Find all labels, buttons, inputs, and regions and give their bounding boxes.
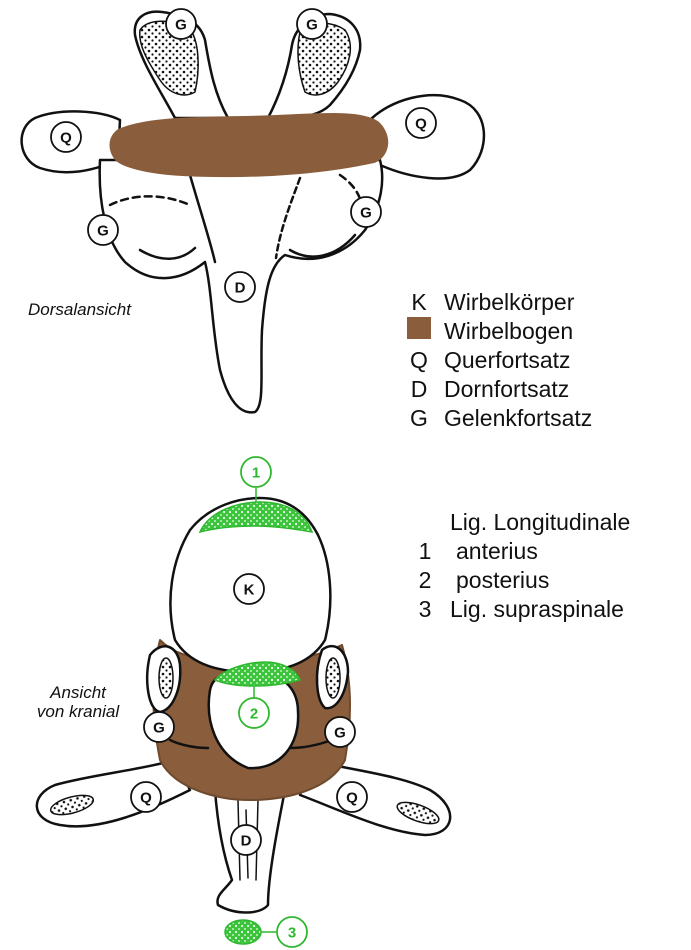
label-k: K [234,574,264,604]
svg-text:Q: Q [140,790,152,807]
label-3: 3 [277,917,307,947]
svg-text:D: D [241,833,252,850]
legend-label: Wirbelkörper [444,288,574,317]
svg-text:G: G [153,720,165,737]
ligament-heading: Lig. Longitudinale [450,508,630,537]
legend-label: Lig. supraspinale [450,595,624,624]
cranial-view-label-line2: von kranial [18,702,138,721]
label-q-cranial-right: Q [337,782,367,812]
label-g-dorsal-low-right: G [351,197,381,227]
legend-label: Querfortsatz [444,346,571,375]
ligament-heading-row: Lig. Longitudinale [408,508,630,537]
svg-text:Q: Q [346,790,358,807]
svg-text:1: 1 [252,465,260,482]
legend-label: Wirbelbogen [444,317,573,346]
legend-label: posterius [456,566,549,595]
vertebral-arch-dorsal [110,114,387,177]
label-g-dorsal-top-left: G [166,9,196,39]
svg-text:D: D [235,280,246,297]
ligament-item-2: 2 posterius [408,566,630,595]
legend-item-k: K Wirbelkörper [402,288,592,317]
svg-text:K: K [244,582,255,599]
svg-text:2: 2 [250,706,258,723]
legend-item-d: D Dornfortsatz [402,375,592,404]
label-g-dorsal-low-left: G [88,215,118,245]
label-d-dorsal: D [225,272,255,302]
legend-key: G [402,404,436,433]
label-q-cranial-left: Q [131,782,161,812]
legend-item-q: Q Querfortsatz [402,346,592,375]
legend-key: 3 [408,595,442,624]
label-g-dorsal-top-right: G [297,9,327,39]
legend-label: Dornfortsatz [444,375,569,404]
legend-swatch-cell [402,317,436,346]
arch-color-swatch [407,317,431,339]
ligament-item-1: 1 anterius [408,537,630,566]
legend: K Wirbelkörper Wirbelbogen Q Querfortsat… [402,288,592,433]
legend-key: 2 [408,566,442,595]
svg-text:G: G [360,205,372,222]
ligament-supraspinale [225,920,261,944]
svg-text:G: G [97,223,109,240]
articular-facet-cranial-right [326,658,340,698]
articular-facet-cranial-left [159,658,173,698]
legend-key: Q [402,346,436,375]
cranial-view-label-line1: Ansicht [18,683,138,702]
label-g-cranial-left: G [144,712,174,742]
legend-label: Gelenkfortsatz [444,404,592,433]
svg-text:G: G [306,17,318,34]
legend-item-arch: Wirbelbogen [402,317,592,346]
legend-key: 1 [408,537,442,566]
legend-key: D [402,375,436,404]
label-q-dorsal-left: Q [51,122,81,152]
label-d-cranial: D [231,825,261,855]
svg-text:Q: Q [415,116,427,133]
legend-label: anterius [456,537,538,566]
ligament-item-3: 3 Lig. supraspinale [408,595,630,624]
legend-item-g: G Gelenkfortsatz [402,404,592,433]
svg-text:3: 3 [288,925,296,942]
label-g-cranial-right: G [325,717,355,747]
label-1: 1 [241,457,271,487]
dorsal-view-label: Dorsalansicht [28,300,131,319]
label-2: 2 [239,698,269,728]
cranial-view-label: Ansicht von kranial [18,683,138,721]
ligament-legend: Lig. Longitudinale 1 anterius 2 posteriu… [408,508,630,624]
svg-text:G: G [175,17,187,34]
label-q-dorsal-right: Q [406,108,436,138]
svg-text:G: G [334,725,346,742]
legend-key: K [402,288,436,317]
svg-text:Q: Q [60,130,72,147]
